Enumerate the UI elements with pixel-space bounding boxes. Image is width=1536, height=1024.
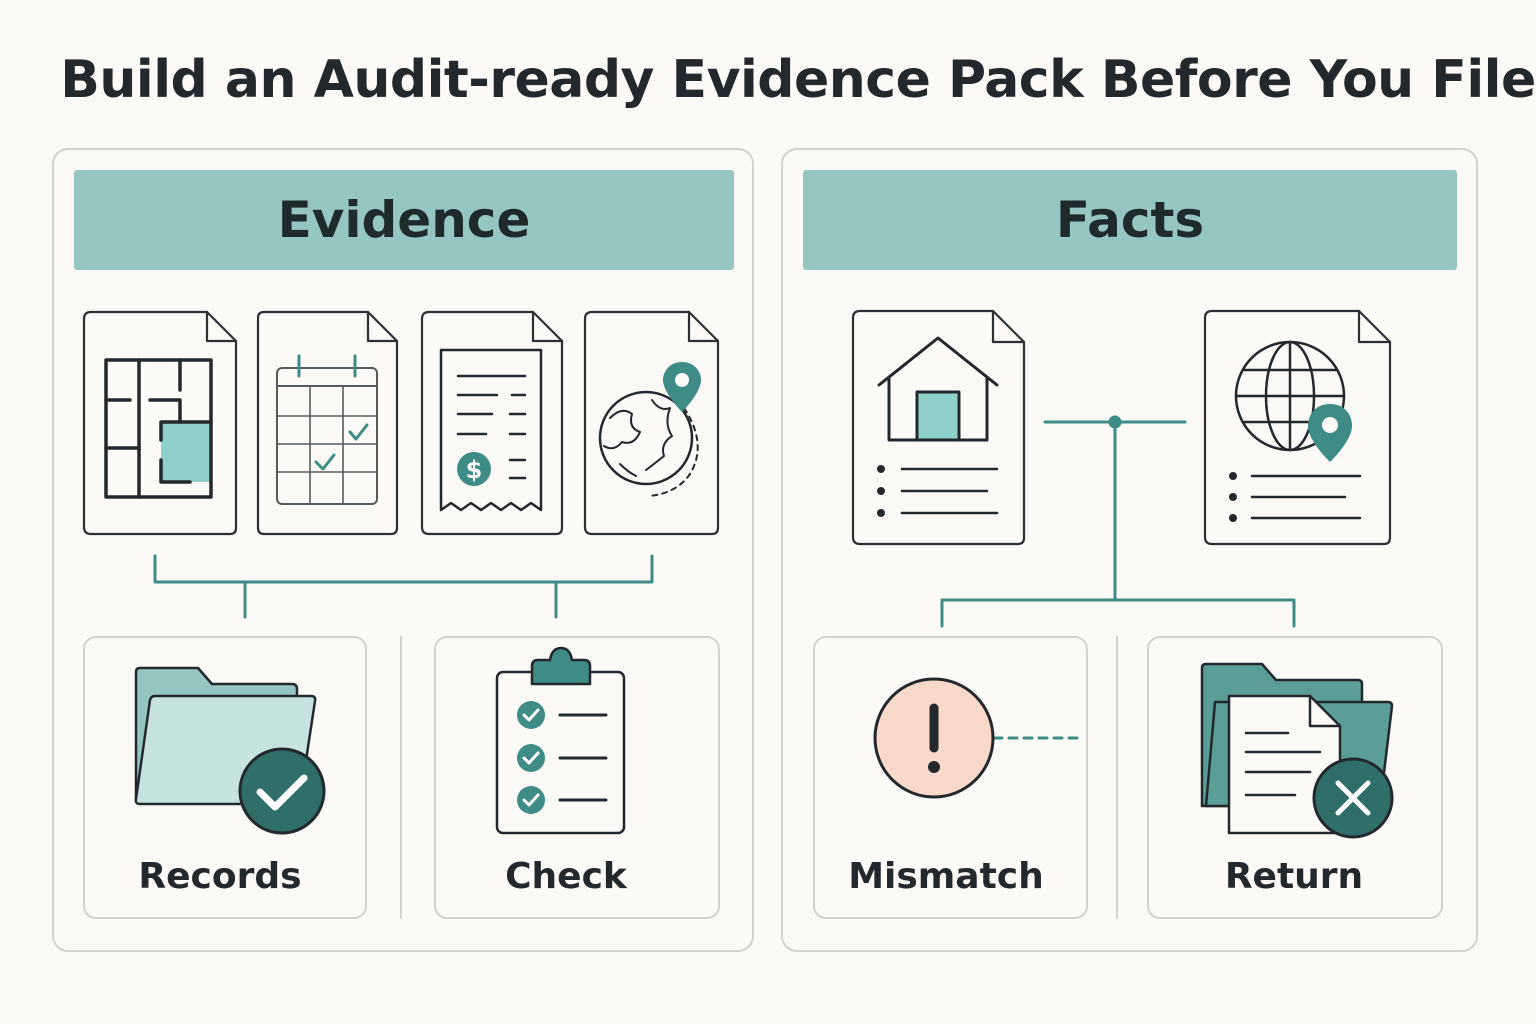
receipt-document: $	[420, 310, 564, 536]
evidence-heading: Evidence	[74, 170, 734, 270]
floor-plan-document	[82, 310, 238, 536]
return-label: Return	[1225, 856, 1363, 897]
globe-document-icon	[1229, 340, 1362, 522]
check-card: Check	[434, 636, 720, 919]
records-label: Records	[138, 856, 301, 897]
return-card: Return	[1147, 636, 1443, 919]
mismatch-card: Mismatch	[813, 636, 1088, 919]
dollar-icon: $	[466, 456, 483, 484]
mismatch-label: Mismatch	[848, 856, 1044, 897]
receipt-icon	[439, 348, 543, 512]
folder-x-icon	[1200, 662, 1394, 839]
check-label: Check	[505, 856, 628, 897]
calendar-icon	[276, 354, 378, 505]
clipboard-checklist-icon	[495, 646, 626, 835]
facts-heading: Facts	[803, 170, 1457, 270]
folder-check-icon	[134, 666, 326, 835]
house-document-icon	[877, 336, 999, 517]
globe-document	[1203, 309, 1392, 546]
evidence-connectors	[153, 554, 654, 619]
facts-connectors	[940, 415, 1296, 628]
page-title: Build an Audit-ready Evidence Pack Befor…	[60, 50, 1536, 110]
records-card: Records	[83, 636, 367, 919]
alert-icon	[873, 677, 1082, 799]
floor-plan-icon	[104, 358, 213, 499]
calendar-document	[256, 310, 399, 536]
globe-location-document	[583, 310, 720, 536]
globe-location-icon	[598, 362, 701, 497]
house-document	[851, 309, 1026, 546]
